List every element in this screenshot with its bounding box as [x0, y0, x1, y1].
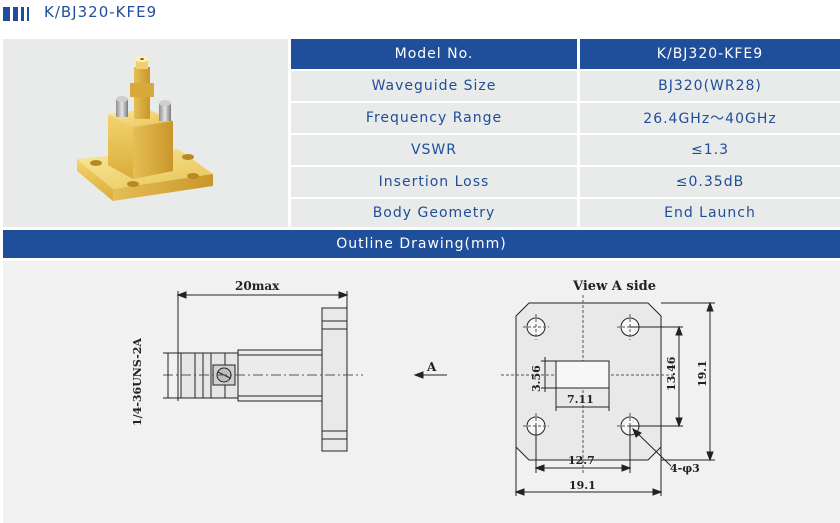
- spec-value: ≤1.3: [580, 135, 840, 165]
- spec-header-value: K/BJ320-KFE9: [580, 39, 840, 69]
- overall-height-dim: 19.1: [696, 360, 709, 387]
- spec-label: Frequency Range: [291, 103, 577, 133]
- hole-horizontal-dim: 12.7: [568, 454, 595, 467]
- length-dim-label: 20max: [235, 279, 280, 293]
- side-view: 20max 1/4-36UNS-2A: [131, 279, 447, 452]
- spec-row: Body Geometry End Launch: [291, 199, 840, 231]
- spec-label: Insertion Loss: [291, 167, 577, 197]
- view-a-marker: A: [426, 360, 437, 374]
- spec-value: End Launch: [580, 199, 840, 227]
- spec-row: Waveguide Size BJ320(WR28): [291, 71, 840, 103]
- product-photo: [3, 39, 288, 227]
- spec-header-label: Model No.: [291, 39, 577, 69]
- page-title: K/BJ320-KFE9: [44, 3, 158, 21]
- spec-row: Frequency Range 26.4GHz～40GHz: [291, 103, 840, 135]
- overall-width-dim: 19.1: [569, 479, 596, 492]
- outline-drawing-title: Outline Drawing(mm): [3, 230, 840, 258]
- page-header: K/BJ320-KFE9: [0, 0, 840, 34]
- outline-drawing: 20max 1/4-36UNS-2A: [3, 261, 840, 523]
- end-view: View A side 3.56: [501, 279, 715, 496]
- spec-table: Model No. K/BJ320-KFE9 Waveguide Size BJ…: [291, 39, 840, 231]
- spec-header-row: Model No. K/BJ320-KFE9: [291, 39, 840, 71]
- spec-label: Waveguide Size: [291, 71, 577, 101]
- brand-bars-icon: [3, 7, 29, 21]
- spec-label: VSWR: [291, 135, 577, 165]
- spec-label: Body Geometry: [291, 199, 577, 227]
- slot-height-dim: 3.56: [530, 365, 543, 392]
- spec-value: 26.4GHz～40GHz: [580, 103, 840, 133]
- spec-row: VSWR ≤1.3: [291, 135, 840, 167]
- slot-width-dim: 7.11: [567, 393, 594, 406]
- holes-dim: 4-φ3: [670, 462, 700, 475]
- spec-value: BJ320(WR28): [580, 71, 840, 101]
- spec-value: ≤0.35dB: [580, 167, 840, 197]
- spec-row: Insertion Loss ≤0.35dB: [291, 167, 840, 199]
- thread-dim-label: 1/4-36UNS-2A: [131, 338, 144, 426]
- view-a-title: View A side: [572, 279, 656, 294]
- hole-vertical-dim: 13.46: [665, 356, 678, 391]
